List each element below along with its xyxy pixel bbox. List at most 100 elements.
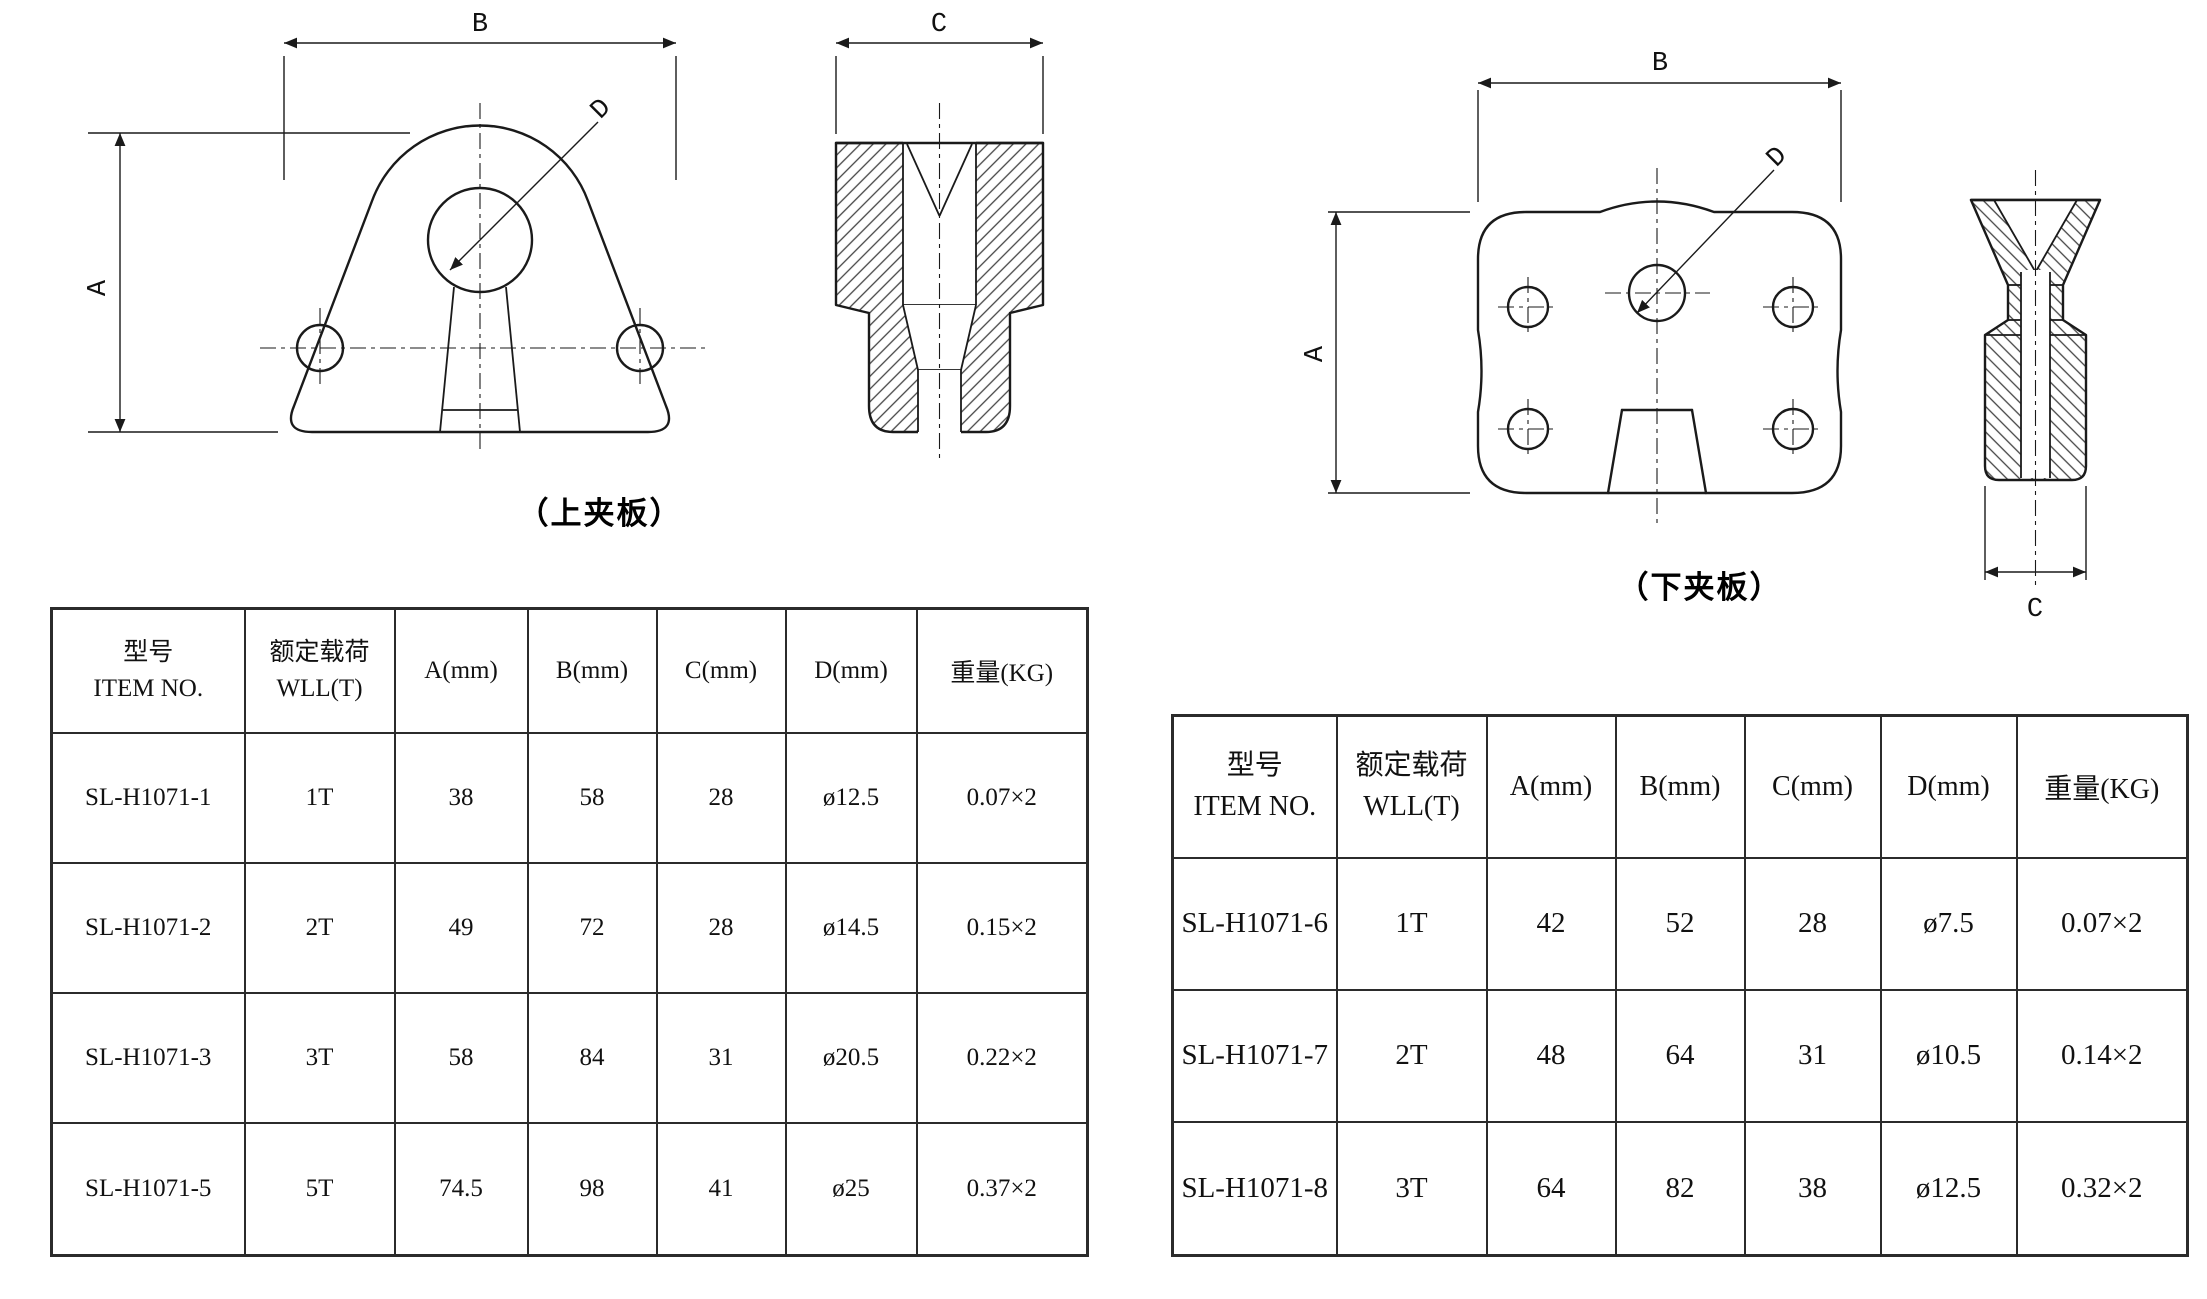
bolt-hole-right [615,323,665,373]
center-hole [1627,263,1687,323]
cell-a: 42 [1485,856,1617,991]
bolt-hole-bl [1506,407,1550,451]
col-header-weight: 重量(KG) [2015,714,2189,859]
table-row: SL-H1071-5 5T 74.5 98 41 ø25 0.37×2 [50,1122,1089,1257]
dim-label-a: A [1301,345,1331,362]
cell-d: ø20.5 [784,991,918,1125]
cell-item-no: SL-H1071-2 [50,861,246,994]
dim-label-b: B [1652,49,1668,79]
col-header-b: B(mm) [1614,714,1746,859]
cell-wll: 1T [243,731,396,864]
cell-b: 64 [1614,988,1746,1123]
header-line: 额定载荷 [1355,750,1468,782]
lower-plate-outline [1476,200,1843,495]
cell-item-no: SL-H1071-1 [50,731,246,864]
cell-c: 28 [655,731,787,864]
cell-wll: 2T [1335,988,1488,1123]
upper-plate-caption: （上夹板） [517,496,683,531]
cell-b: 52 [1614,856,1746,991]
cell-wll: 5T [243,1122,396,1257]
col-header-item-no: 型号 ITEM NO. [50,607,246,734]
upper-plate-outline [289,124,671,434]
cell-weight: 0.07×2 [915,731,1089,864]
cell-item-no: SL-H1071-7 [1171,988,1338,1123]
cell-wll: 1T [1335,856,1488,991]
cell-c: 28 [1743,856,1882,991]
cell-d: ø12.5 [1879,1120,2018,1257]
dim-label-a: A [84,279,114,296]
header-row: 型号 ITEM NO. 额定载荷 WLL(T) A(mm) B(mm) C(mm… [50,607,1089,734]
channel-right [1690,408,1708,495]
cell-item-no: SL-H1071-3 [50,991,246,1125]
col-header-wll: 额定载荷 WLL(T) [1335,714,1488,859]
cell-c: 31 [1743,988,1882,1123]
cell-c: 41 [655,1122,787,1257]
taper-right [960,304,977,371]
bolt-hole-tl [1506,285,1550,329]
col-header-b: B(mm) [526,607,658,734]
header-line: ITEM NO. [1193,790,1317,822]
table-row: SL-H1071-3 3T 58 84 31 ø20.5 0.22×2 [50,991,1089,1125]
cell-item-no: SL-H1071-8 [1171,1120,1338,1257]
cell-b: 84 [526,991,658,1125]
lower-clamp-drawing: D B A C [1301,49,2102,625]
lower-front-view: D B A [1301,49,1843,525]
cell-item-no: SL-H1071-6 [1171,856,1338,991]
cell-a: 48 [1485,988,1617,1123]
col-header-weight: 重量(KG) [915,607,1089,734]
spec-table-lower: 型号 ITEM NO. 额定载荷 WLL(T) A(mm) B(mm) C(mm… [1171,714,2189,1257]
dim-d-leader [1636,169,1775,314]
dim-label-c: C [2027,595,2043,625]
cell-weight: 0.37×2 [915,1122,1089,1257]
center-hole [426,186,534,294]
header-line: ITEM NO. [93,674,204,702]
upper-side-view: C [834,10,1045,458]
table-row: SL-H1071-2 2T 49 72 28 ø14.5 0.15×2 [50,861,1089,994]
lower-side-view: C [1969,170,2102,625]
bolt-hole-tr [1771,285,1815,329]
col-header-d: D(mm) [784,607,918,734]
dim-label-b: B [472,10,488,40]
table-row: SL-H1071-7 2T 48 64 31 ø10.5 0.14×2 [1171,988,2189,1123]
bolt-hole-left [295,323,345,373]
cell-a: 49 [393,861,529,994]
dim-label-c: C [931,10,947,40]
col-header-item-no: 型号 ITEM NO. [1171,714,1338,859]
cell-c: 31 [655,991,787,1125]
cell-d: ø25 [784,1122,918,1257]
cell-a: 38 [393,731,529,864]
v-groove-right [938,143,973,217]
cell-weight: 0.22×2 [915,991,1089,1125]
cell-item-no: SL-H1071-5 [50,1122,246,1257]
lower-plate-caption: （下夹板） [1617,570,1783,605]
cell-wll: 3T [243,991,396,1125]
col-header-c: C(mm) [655,607,787,734]
cell-c: 28 [655,861,787,994]
cell-d: ø7.5 [1879,856,2018,991]
cell-b: 58 [526,731,658,864]
v-groove-left [906,143,941,217]
dim-d-leader [449,121,599,271]
header-line: WLL(T) [1363,790,1460,822]
cell-wll: 2T [243,861,396,994]
v-right [2034,199,2078,273]
v-left [1993,199,2037,273]
upper-front-view: D B A [84,10,710,453]
cell-a: 64 [1485,1120,1617,1257]
header-line: 型号 [1226,750,1283,782]
col-header-d: D(mm) [1879,714,2018,859]
boss-line-left [439,286,455,433]
bolt-hole-br [1771,407,1815,451]
cell-weight: 0.32×2 [2015,1120,2189,1257]
header-row: 型号 ITEM NO. 额定载荷 WLL(T) A(mm) B(mm) C(mm… [1171,714,2189,859]
cell-weight: 0.15×2 [915,861,1089,994]
cell-b: 98 [526,1122,658,1257]
cell-weight: 0.14×2 [2015,988,2189,1123]
upper-clamp-drawing: D B A C [84,10,1045,458]
table-row: SL-H1071-6 1T 42 52 28 ø7.5 0.07×2 [1171,856,2189,991]
header-line: WLL(T) [276,674,363,702]
dim-label-d: D [585,93,618,126]
col-header-wll: 额定载荷 WLL(T) [243,607,396,734]
cell-c: 38 [1743,1120,1882,1257]
taper-left [902,304,919,371]
